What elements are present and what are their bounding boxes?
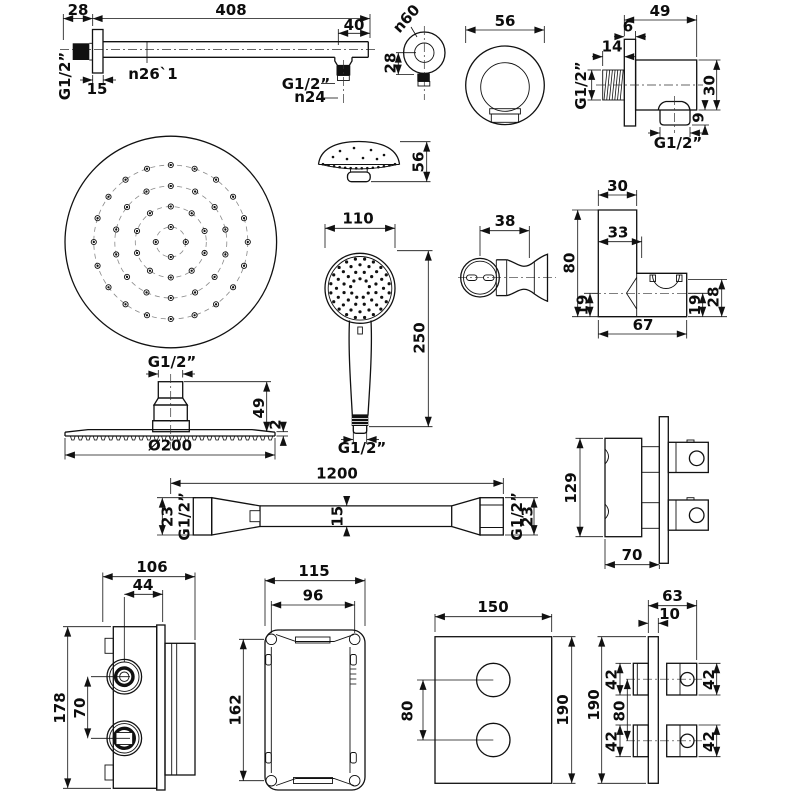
dim-platefront-height: 190 xyxy=(554,694,572,725)
dim-hand-thread: G1/2” xyxy=(338,439,387,457)
drawing-box-front: 115 96 162 xyxy=(227,562,366,791)
dim-arm-length: 408 xyxy=(215,1,246,19)
dim-hose-d-right: 23 xyxy=(519,506,537,527)
dim-headside-edge: 2 xyxy=(267,419,285,429)
dim-valve-height: 129 xyxy=(562,472,580,503)
drawing-outlet-elbow: 49 6 14 G1/2” 30 9 G1/2” xyxy=(572,2,721,152)
drawing-shower-arm: 28 408 40 G1/2” 15 n26`1 G1/2” n24 xyxy=(56,1,376,106)
drawing-rain-head-face xyxy=(64,135,278,349)
dim-hose-t-left: G1/2” xyxy=(176,492,194,541)
dim-boxside-spacing: 70 xyxy=(71,698,89,719)
dim-oelbow-plate: 6 xyxy=(623,18,633,36)
drawing-holder-side: 38 xyxy=(458,212,556,303)
drawing-holder-top: 30 33 80 19 67 19 28 xyxy=(561,177,727,339)
head-side-nozzle-teeth xyxy=(70,436,273,441)
dim-holdertop-w2: 33 xyxy=(608,224,629,242)
dim-holdertop-h: 80 xyxy=(561,253,579,274)
dim-elbow-width: 56 xyxy=(495,12,516,30)
dim-oelbow-spout-thread: G1/2” xyxy=(654,134,703,152)
dim-holdertop-d-right: 19 xyxy=(686,295,704,316)
dim-plateside-height: 190 xyxy=(585,689,603,720)
dim-boxside-offset: 44 xyxy=(133,576,154,594)
dim-oelbow-thread: G1/2” xyxy=(572,61,590,110)
dim-elbow-drop: 28 xyxy=(382,53,400,74)
dim-plateside-plate: 10 xyxy=(659,605,680,623)
dim-holdertop-d-clip: 28 xyxy=(705,287,723,308)
drawing-hose: 1200 23 G1/2” 15 G1/2” 23 xyxy=(157,465,538,541)
dim-headside-thread: G1/2” xyxy=(148,353,197,371)
dim-valve-depth: 70 xyxy=(622,546,643,564)
dim-hand-length: 250 xyxy=(411,322,429,353)
dim-arm-outlet-dia: n24 xyxy=(294,88,326,106)
dim-arm-offset: 40 xyxy=(344,16,365,34)
dim-holdertop-w3: 67 xyxy=(633,316,654,334)
dim-arm-pipe-dia: n26`1 xyxy=(128,65,178,83)
drawing-plate-front: 150 190 80 xyxy=(399,598,576,784)
dim-arm-thread: G1/2” xyxy=(56,52,74,101)
dim-headside-height: 49 xyxy=(250,398,268,419)
dim-plateside-knob2-r: 42 xyxy=(700,731,718,752)
dim-oelbow-thread-len: 14 xyxy=(602,38,623,56)
dim-plateside-depth: 63 xyxy=(662,587,683,605)
dim-boxside-height: 178 xyxy=(51,692,69,723)
rain-head-nozzles xyxy=(90,161,251,323)
dim-hose-dia: 15 xyxy=(329,506,347,527)
drawing-hand-shower: 110 250 G1/2” xyxy=(324,210,433,457)
dim-oelbow-spout: 9 xyxy=(690,112,708,122)
dim-boxfront-height: 162 xyxy=(227,694,245,725)
dim-dome-height: 56 xyxy=(410,152,428,173)
dim-headside-dia: Ø200 xyxy=(148,437,192,455)
dim-hand-width: 110 xyxy=(342,210,373,228)
dim-boxfront-width: 115 xyxy=(298,562,329,580)
dim-holdertop-w1: 30 xyxy=(607,177,628,195)
hand-shower-nozzles xyxy=(329,257,391,320)
drawing-valve-side: 129 70 xyxy=(562,416,709,569)
dim-plateside-spacing: 80 xyxy=(611,701,629,722)
drawing-plate-side: 190 63 10 42 80 42 42 42 xyxy=(585,587,721,784)
dim-plateside-knob2: 42 xyxy=(603,731,621,752)
dim-hose-d-left: 23 xyxy=(159,506,177,527)
dim-holder-width: 38 xyxy=(495,212,516,230)
dim-boxside-width: 106 xyxy=(136,558,167,576)
dim-hose-t-right: G1/2” xyxy=(508,492,526,541)
dim-arm-width: 28 xyxy=(68,1,89,19)
drawing-box-side: 106 44 178 70 xyxy=(51,558,196,791)
dim-boxfront-inner: 96 xyxy=(303,587,324,605)
dim-platefront-spacing: 80 xyxy=(399,701,417,722)
drawing-wall-elbow: n60 28 56 xyxy=(382,1,545,126)
dim-arm-flange: 15 xyxy=(87,80,108,98)
dim-oelbow-depth: 49 xyxy=(650,2,671,20)
drawing-head-dome: 56 xyxy=(317,140,431,183)
head-dome-nozzles xyxy=(321,146,397,170)
dim-arm-outlet-thread: G1/2” xyxy=(282,75,331,93)
dim-elbow-dia: n60 xyxy=(389,1,423,36)
dim-holdertop-d-left: 19 xyxy=(574,295,592,316)
dim-platefront-width: 150 xyxy=(477,598,508,616)
dim-plateside-knob1-r: 42 xyxy=(700,669,718,690)
dim-hose-length: 1200 xyxy=(316,465,358,483)
drawing-head-side: G1/2” 49 2 Ø200 xyxy=(64,353,288,460)
dim-oelbow-height: 30 xyxy=(701,75,719,96)
dim-plateside-knob1: 42 xyxy=(603,669,621,690)
